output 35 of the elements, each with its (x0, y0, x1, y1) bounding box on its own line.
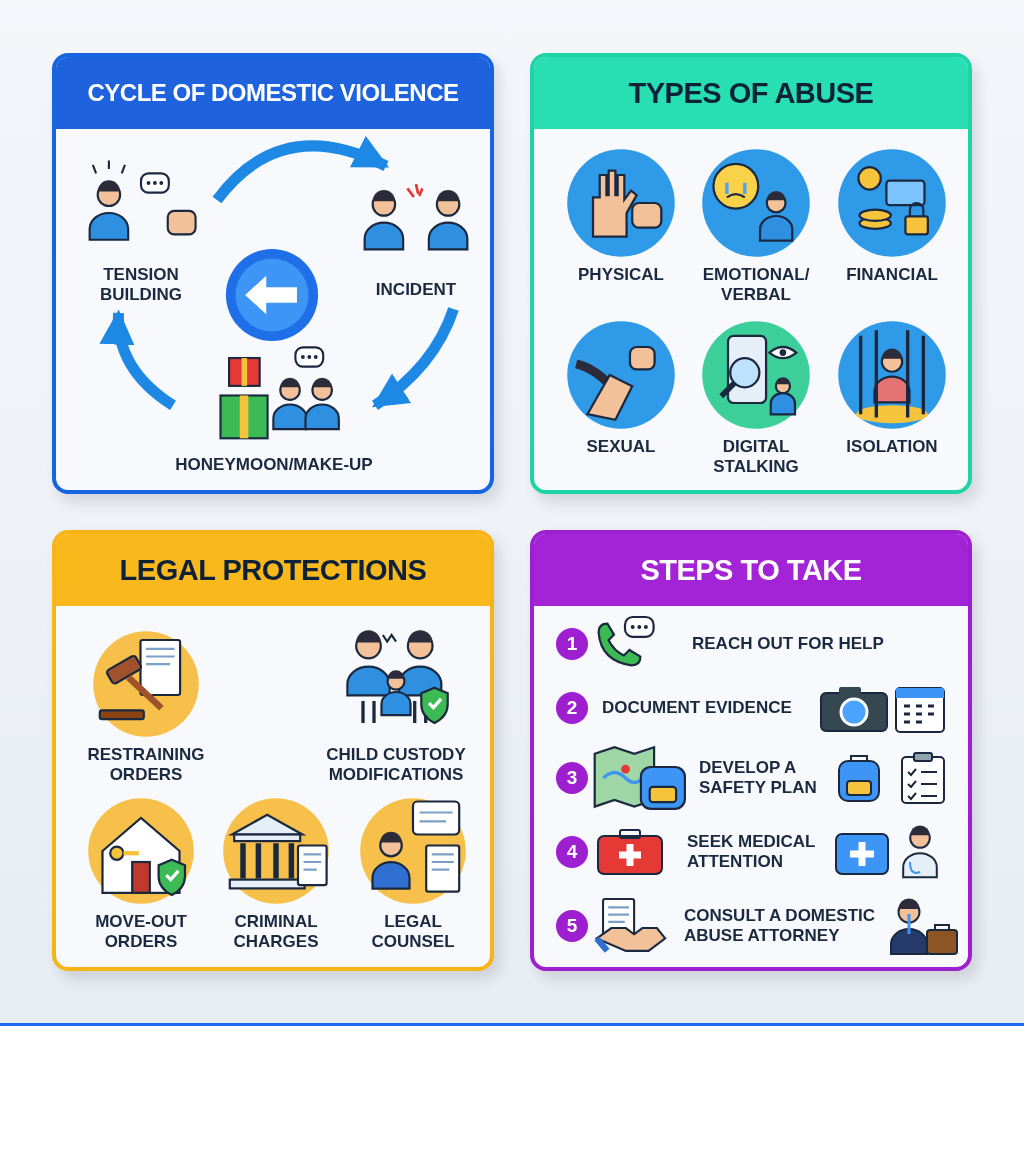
panel-card (52, 53, 494, 494)
item-label: CRIMINAL CHARGES (232, 912, 320, 952)
step-number-badge: 5 (556, 910, 588, 942)
item-label: PHYSICAL (577, 265, 665, 285)
item-label: ISOLATION (845, 437, 939, 457)
panel-card (52, 530, 494, 971)
cycle-arrow (371, 307, 459, 410)
item-label: FINANCIAL (845, 265, 939, 285)
step-number-badge: 1 (556, 628, 588, 660)
panel-header: TYPES OF ABUSE (534, 57, 968, 129)
item-label: RESTRAINING ORDERS (86, 745, 206, 785)
panel-card (530, 53, 972, 494)
step-label: DEVELOP A SAFETY PLAN (699, 758, 818, 798)
panel-header: LEGAL PROTECTIONS (56, 534, 490, 606)
item-label: TENSION BUILDING (98, 265, 184, 305)
panel-header: STEPS TO TAKE (534, 534, 968, 606)
cycle-arrow (212, 136, 390, 204)
cycle-arrow (100, 309, 177, 410)
item-label: LEGAL COUNSEL (370, 912, 456, 952)
step-number-badge: 4 (556, 836, 588, 868)
item-label: HONEYMOON/MAKE-UP (174, 455, 374, 475)
step-label: SEEK MEDICAL ATTENTION (687, 832, 817, 872)
item-label: MOVE-OUT ORDERS (94, 912, 188, 952)
panel-card (530, 530, 972, 971)
item-label: INCIDENT (374, 280, 458, 300)
step-label: CONSULT A DOMESTIC ABUSE ATTORNEY (684, 906, 877, 946)
step-number-badge: 3 (556, 762, 588, 794)
step-label: DOCUMENT EVIDENCE (602, 698, 793, 718)
panel-header: CYCLE OF DOMESTIC VIOLENCE (56, 57, 490, 129)
item-label: EMOTIONAL/ VERBAL (701, 265, 811, 305)
item-label: SEXUAL (585, 437, 657, 457)
step-number-badge: 2 (556, 692, 588, 724)
item-label: CHILD CUSTODY MODIFICATIONS (325, 745, 467, 785)
step-label: REACH OUT FOR HELP (692, 634, 885, 654)
item-label: DIGITAL STALKING (712, 437, 800, 477)
